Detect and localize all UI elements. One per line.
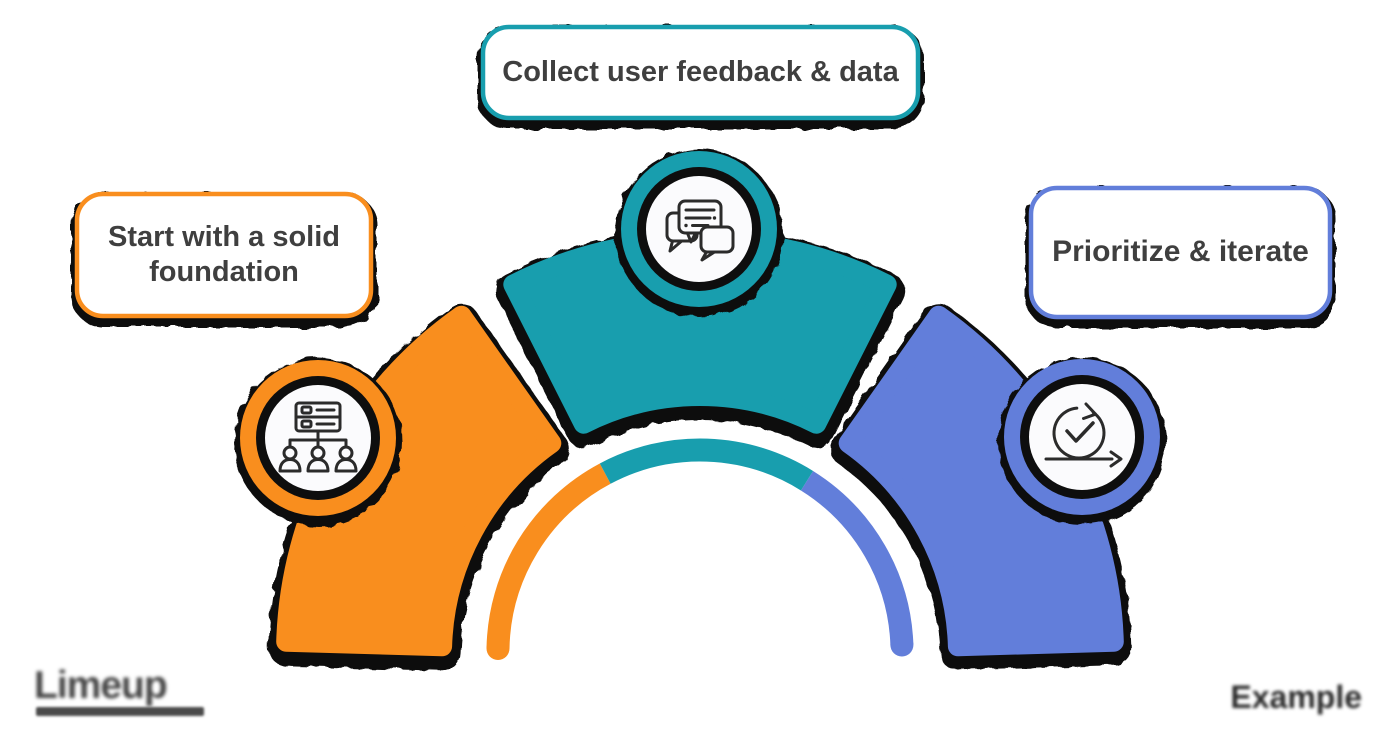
inner-arc-orange (486, 463, 611, 649)
label-feedback: Collect user feedback & data (502, 55, 899, 88)
logo-wordmark: Limeup (34, 664, 168, 707)
label-box-iterate-frame (1028, 185, 1333, 320)
label-box-foundation: Start with a solid foundation (71, 191, 377, 327)
iterate-loop-icon (1044, 402, 1123, 468)
label-box-iterate: Prioritize & iterate (1025, 185, 1336, 328)
inner-arc-blue (800, 470, 914, 646)
inner-arc-teal (599, 438, 814, 491)
arch-segment-foundation (276, 305, 562, 657)
logo-tagline-bar (36, 707, 204, 716)
label-box-feedback: Collect user feedback & data (477, 24, 924, 129)
watermark-text: Example (1230, 679, 1362, 715)
label-foundation: Start with a solid foundation (107, 220, 341, 288)
medallion-feedback (615, 149, 783, 317)
inner-progress-arc (486, 438, 914, 660)
label-box-feedback-frame (480, 24, 921, 121)
medallion-foundation (234, 358, 402, 526)
label-box-foundation-frame (74, 191, 374, 319)
medallion-iterate (998, 357, 1166, 525)
server-team-icon (278, 401, 358, 473)
inner-arc-blue-cap (890, 633, 914, 657)
label-iterate: Prioritize & iterate (1052, 235, 1309, 269)
inner-arc-orange-cap (486, 637, 510, 660)
chat-bubbles-icon (665, 199, 735, 262)
